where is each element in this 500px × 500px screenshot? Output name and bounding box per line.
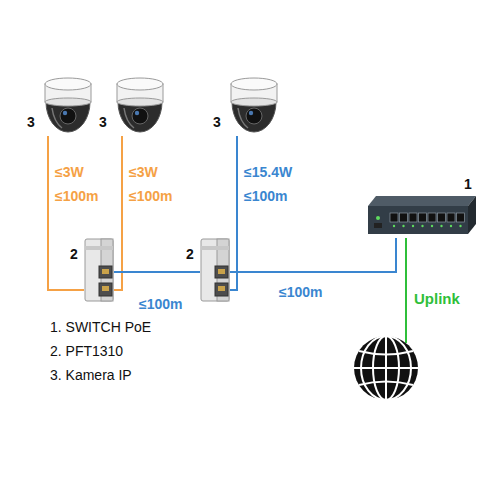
legend-item: 3. Kamera IP [50,366,132,384]
cable-line [114,136,122,290]
callout-number: 3 [213,114,221,130]
cable-spec: ≤3W ≤100m [54,160,100,208]
cam-icon [226,74,282,136]
legend-item: 1. SWITCH PoE [50,318,151,336]
cable-line [230,136,237,290]
cable-spec: ≤100m [278,280,324,304]
poe-switch: 1 [368,196,476,238]
poe-extender: 2 [200,238,230,302]
poe-extender: 2 [84,238,114,302]
cable-spec: ≤100m [138,292,184,316]
callout-number: 2 [70,246,78,262]
legend-item: 2. PFT1310 [50,342,123,360]
cable-line [114,271,200,273]
callout-number: 3 [99,114,107,130]
globe-icon [354,336,418,400]
pft-icon [200,238,230,302]
callout-number: 2 [186,246,194,262]
cable-spec: ≤3W ≤100m [128,160,174,208]
uplink-line [405,238,407,343]
sw-icon [368,196,476,238]
cable-line [230,238,396,272]
ip-camera: 3 [112,74,168,136]
callout-number: 1 [464,176,472,192]
cable-spec: ≤15.4W ≤100m [243,160,293,208]
cam-icon [112,74,168,136]
pft-icon [84,238,114,302]
ip-camera: 3 [40,74,96,136]
ip-camera: 3 [226,74,282,136]
uplink-label: Uplink [414,290,460,308]
cam-icon [40,74,96,136]
callout-number: 3 [27,114,35,130]
